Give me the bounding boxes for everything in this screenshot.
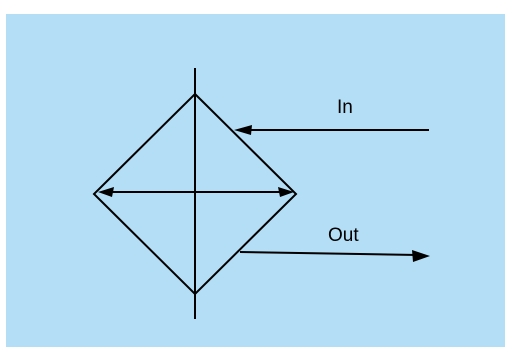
in-arrowhead-icon [234, 125, 252, 135]
out-label: Out [328, 225, 359, 246]
out-arrowhead-icon [412, 250, 430, 262]
right-arrowhead-icon [278, 187, 294, 197]
diagram-background [6, 14, 505, 347]
diagram-canvas: In Out [6, 14, 505, 347]
in-label: In [337, 97, 353, 118]
left-arrowhead-icon [98, 187, 114, 197]
out-arrow-line [239, 251, 419, 256]
